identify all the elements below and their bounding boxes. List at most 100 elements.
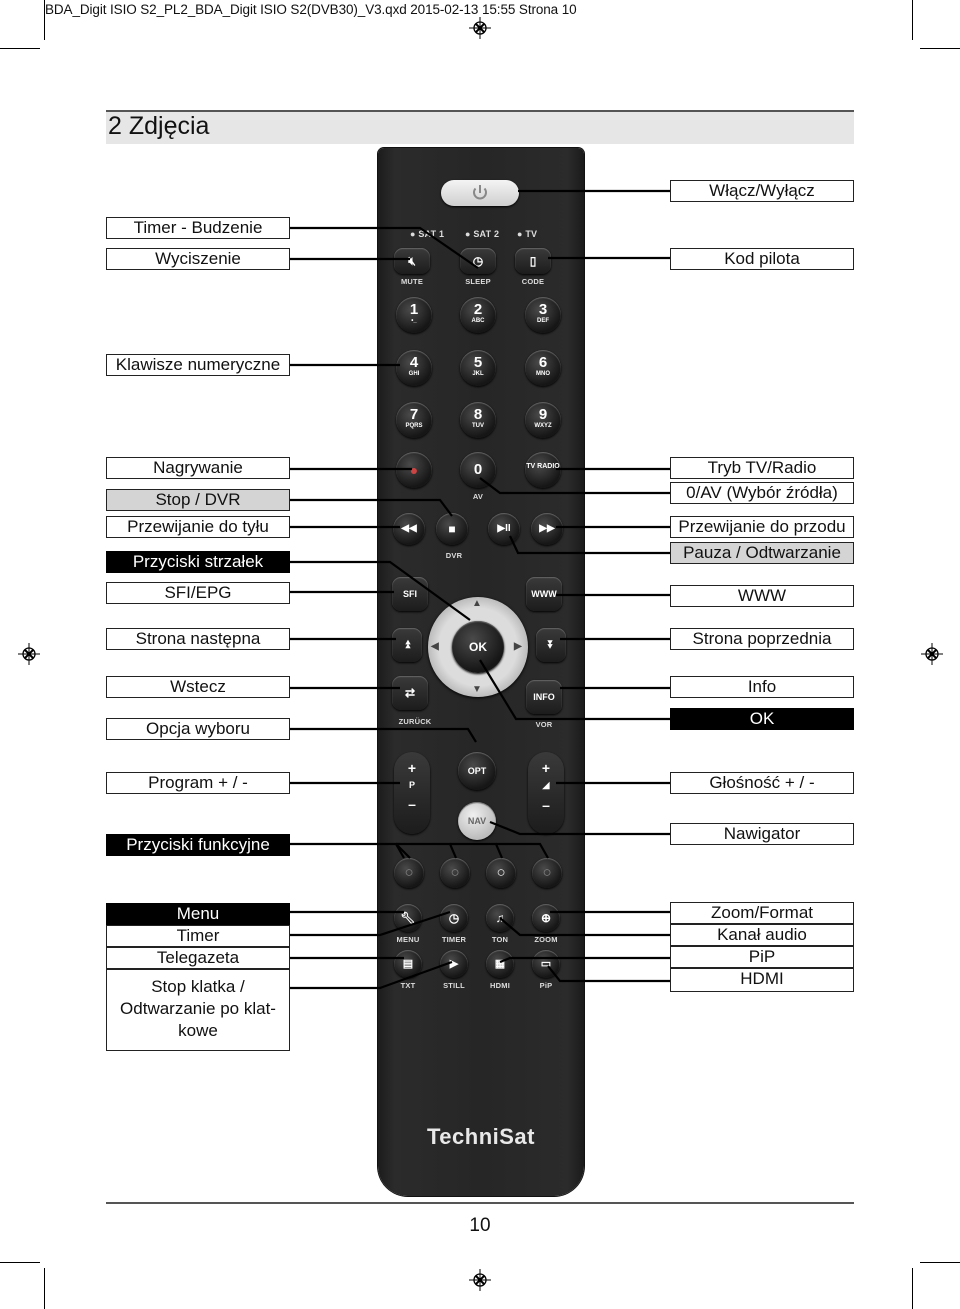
label-menu: Menu xyxy=(106,903,290,925)
label-timer-wakeup: Timer - Budzenie xyxy=(106,217,290,239)
technisat-logo: TechniSat xyxy=(426,1124,535,1149)
indicator-sat1: ● SAT 1 xyxy=(410,229,445,239)
label-arrow-keys: Przyciski strzałek xyxy=(106,551,290,573)
pip-caption: PiP xyxy=(539,981,553,990)
indicator-sat2: ● SAT 2 xyxy=(465,229,500,239)
crop-mark xyxy=(44,1268,45,1309)
label-volume: Głośność + / - xyxy=(670,772,854,794)
label-program: Program + / - xyxy=(106,772,290,794)
label-tv-radio: Tryb TV/Radio xyxy=(670,457,854,479)
mute-button: 🔇︎ xyxy=(394,248,430,274)
pip-button: ▭ xyxy=(532,950,560,978)
label-timer: Timer xyxy=(106,925,290,947)
arrow-down-icon: ▼ xyxy=(472,684,483,695)
label-record: Nagrywanie xyxy=(106,457,290,479)
arrow-right-icon: ▶ xyxy=(514,641,522,652)
label-mute: Wyciszenie xyxy=(106,248,290,270)
still-caption: STILL xyxy=(443,981,465,990)
label-pip: PiP xyxy=(670,946,854,968)
code-caption: CODE xyxy=(521,277,545,286)
label-navigator: Nawigator xyxy=(670,823,854,845)
menu-caption: MENU xyxy=(396,935,420,944)
rewind-button: ◀◀ xyxy=(393,513,425,545)
label-av-source: 0/AV (Wybór źródła) xyxy=(670,482,854,504)
color-button-2: ○ xyxy=(440,858,470,888)
label-page-previous: Strona poprzednia xyxy=(670,628,854,650)
crop-mark xyxy=(920,1262,960,1263)
txt-caption: TXT xyxy=(400,981,416,990)
timer-button: ◷ xyxy=(440,904,468,932)
power-icon xyxy=(473,185,487,200)
label-remote-code: Kod pilota xyxy=(670,248,854,270)
power-button xyxy=(441,180,519,206)
vor-caption: VOR xyxy=(535,720,553,729)
page-up-button: ⏬︎ xyxy=(536,628,566,662)
stop-button: ■ xyxy=(436,513,468,545)
arrow-up-icon: ▲ xyxy=(472,598,483,609)
av-caption: AV xyxy=(472,492,484,501)
label-sfi-epg: SFI/EPG xyxy=(106,582,290,604)
crop-mark xyxy=(912,0,913,40)
sfi-button: SFI xyxy=(392,577,428,611)
section-title-bar xyxy=(106,110,854,144)
zoom-caption: ZOOM xyxy=(534,935,558,944)
label-teletext: Telegazeta xyxy=(106,947,290,969)
label-pause-play: Pauza / Odtwarzanie xyxy=(670,542,854,564)
program-rocker: + P – xyxy=(394,752,430,834)
registration-mark-icon xyxy=(469,17,491,39)
footer-rule xyxy=(106,1202,854,1204)
label-power: Włącz/Wyłącz xyxy=(670,180,854,202)
ok-button: OK xyxy=(452,621,504,673)
opt-button: OPT xyxy=(458,752,496,790)
zero-button: 0 xyxy=(460,452,496,488)
sleep-caption: SLEEP xyxy=(465,277,491,286)
indicator-tv: ● TV xyxy=(517,229,538,239)
menu-button: 🔧︎ xyxy=(394,904,422,932)
color-button-4: ○ xyxy=(532,858,562,888)
zuruck-caption: ZURÜCK xyxy=(398,717,432,726)
dvr-caption: DVR xyxy=(445,551,463,560)
label-stop-dvr: Stop / DVR xyxy=(106,489,290,511)
zoom-button: ⊕ xyxy=(532,904,560,932)
crop-mark xyxy=(0,1262,40,1263)
label-forward: Przewijanie do przodu xyxy=(670,516,854,538)
nav-button: NAV xyxy=(458,802,496,840)
forward-button: ▶▶ xyxy=(531,513,563,545)
hdmi-button: ▦ xyxy=(486,950,514,978)
play-pause-button: ▶II xyxy=(488,513,520,545)
label-still-frame: Stop klatka / Odtwarzanie po klat-kowe xyxy=(106,969,290,1051)
label-info: Info xyxy=(670,676,854,698)
label-hdmi: HDMI xyxy=(670,968,854,992)
label-zoom-format: Zoom/Format xyxy=(670,902,854,924)
section-title: 2 Zdjęcia xyxy=(108,112,210,140)
label-rewind: Przewijanie do tyłu xyxy=(106,516,290,538)
back-button: ⇄ xyxy=(392,676,428,710)
tv-radio-button: TV RADIO xyxy=(525,452,561,488)
crop-mark xyxy=(912,1268,913,1309)
label-back: Wstecz xyxy=(106,676,290,698)
label-audio-channel: Kanał audio xyxy=(670,924,854,946)
txt-button: ▤ xyxy=(394,950,422,978)
info-button: INFO xyxy=(526,680,562,714)
color-button-1: ○ xyxy=(394,858,424,888)
label-www: WWW xyxy=(670,585,854,607)
print-header: BDA_Digit ISIO S2_PL2_BDA_Digit ISIO S2(… xyxy=(45,2,577,17)
arrow-left-icon: ◀ xyxy=(431,641,439,652)
ton-caption: TON xyxy=(491,935,509,944)
label-page-next: Strona następna xyxy=(106,628,290,650)
crop-mark xyxy=(920,48,960,49)
crop-mark xyxy=(0,48,40,49)
color-button-3: ○ xyxy=(486,858,516,888)
volume-rocker: + ◢ – xyxy=(528,752,564,834)
page-down-button: ⏫︎ xyxy=(392,628,422,662)
registration-mark-icon xyxy=(469,1269,491,1291)
label-ok: OK xyxy=(670,708,854,730)
